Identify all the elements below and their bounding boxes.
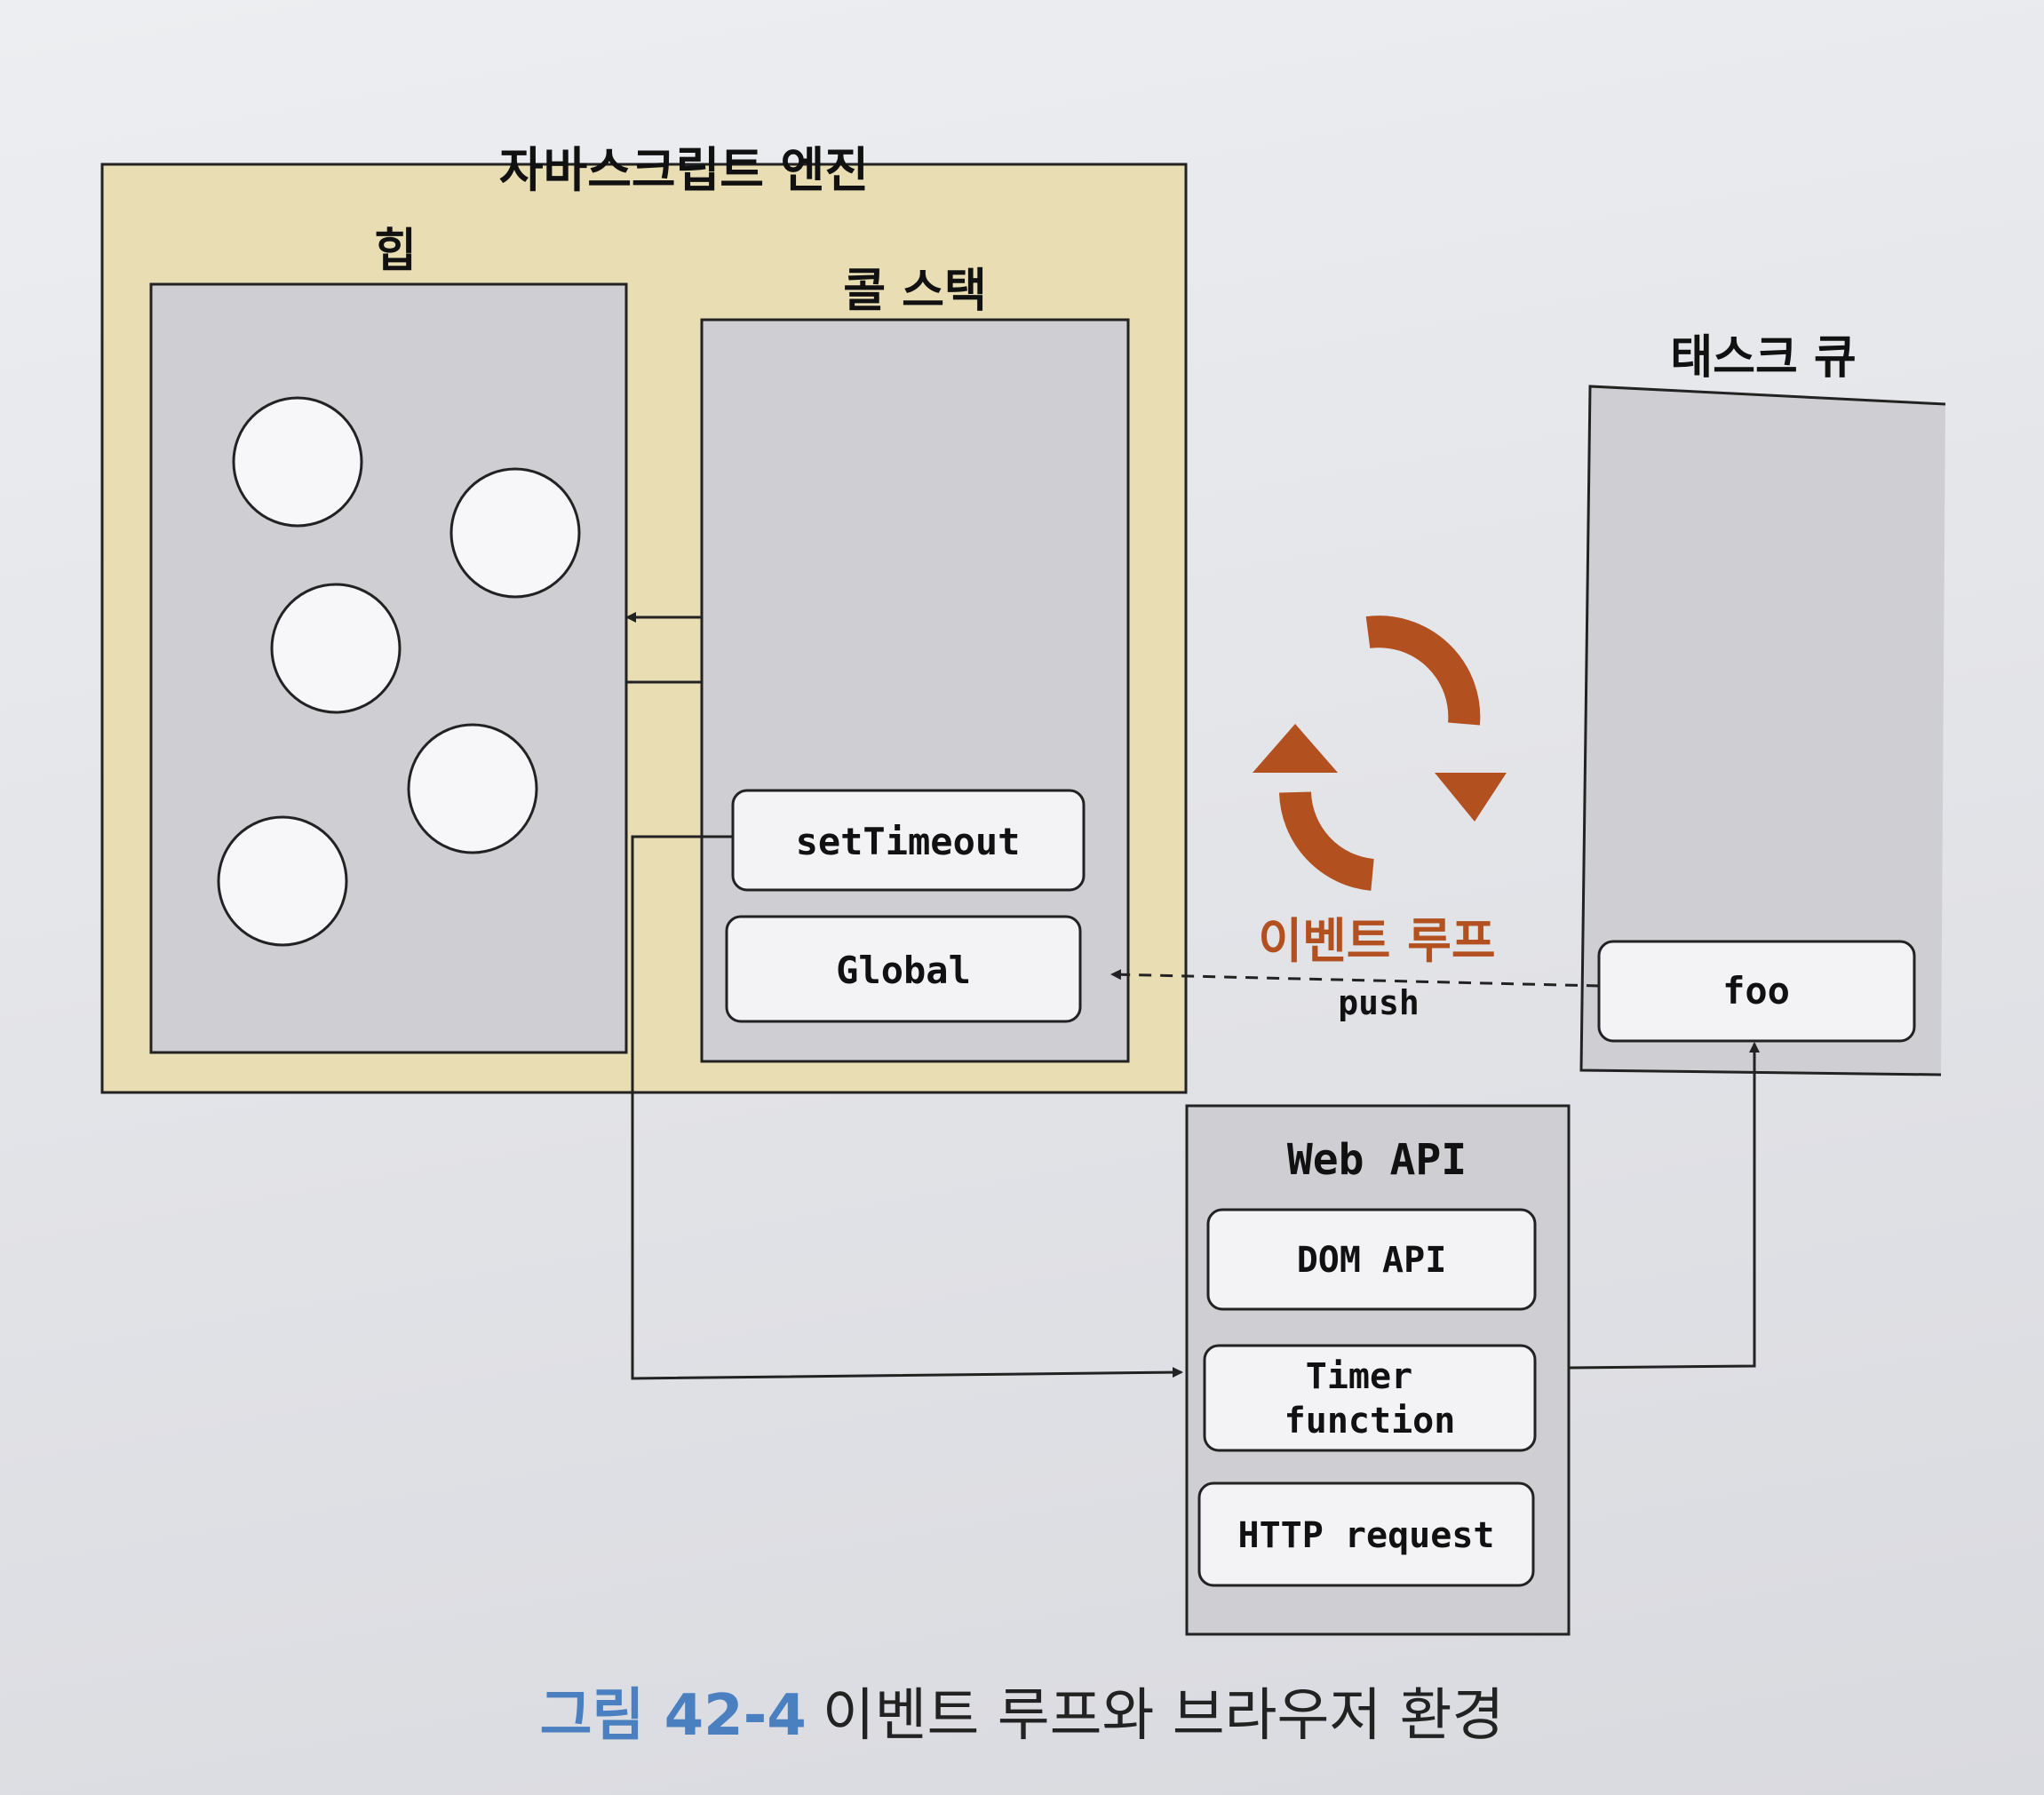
- timer-line: function: [1284, 1401, 1456, 1442]
- stack-frame-global: [725, 915, 1082, 1023]
- task-queue-item-foo: [1597, 940, 1916, 1043]
- timer-line: Timer: [1306, 1356, 1412, 1397]
- web-api-http: [1197, 1481, 1535, 1587]
- task-queue-box: [1579, 385, 1946, 1076]
- heap-object: [232, 396, 363, 528]
- heap-object: [217, 815, 348, 947]
- heap-object: [407, 723, 538, 854]
- heap-title: 힙: [374, 225, 417, 278]
- web-api-item-label: DOM API: [1297, 1240, 1447, 1281]
- event-loop-label: 이벤트 루프: [1258, 913, 1495, 969]
- web-api: Web API DOM API Timer function HTTP requ…: [1185, 1104, 1571, 1636]
- stack-frame-label: setTimeout: [796, 820, 1021, 863]
- call-stack: 콜 스택 setTimeout Global: [700, 265, 1130, 1063]
- task-queue-item-label: foo: [1722, 969, 1790, 1013]
- task-queue-title: 태스크 큐: [1670, 331, 1856, 385]
- settimeout-to-webapi-arrow: [631, 835, 1183, 1380]
- event-loop-icon: [1253, 616, 1507, 891]
- web-api-title: Web API: [1287, 1135, 1467, 1185]
- heap-object: [270, 583, 402, 714]
- call-stack-title: 콜 스택: [843, 265, 987, 318]
- heap: 힙: [149, 225, 628, 1054]
- web-api-item-label: Timer function: [1284, 1356, 1456, 1442]
- figure-number: 그림 42-4: [539, 1683, 807, 1749]
- figure-title: 이벤트 루프와 브라우저 환경: [822, 1683, 1505, 1749]
- web-api-timer: [1203, 1344, 1537, 1452]
- web-api-dom: [1206, 1208, 1537, 1311]
- webapi-to-taskqueue-arrow: [1568, 1042, 1760, 1370]
- push-label: push: [1338, 983, 1420, 1022]
- stack-frame-label: Global: [836, 949, 971, 992]
- push-arrow: [1110, 969, 1600, 988]
- js-engine-title: 자바스크립트 엔진: [499, 142, 869, 198]
- stack-frame-settimeout: [731, 789, 1086, 892]
- web-api-item-label: HTTP request: [1238, 1515, 1495, 1556]
- task-queue: 태스크 큐 foo: [1579, 331, 1946, 1076]
- heap-object: [449, 467, 581, 599]
